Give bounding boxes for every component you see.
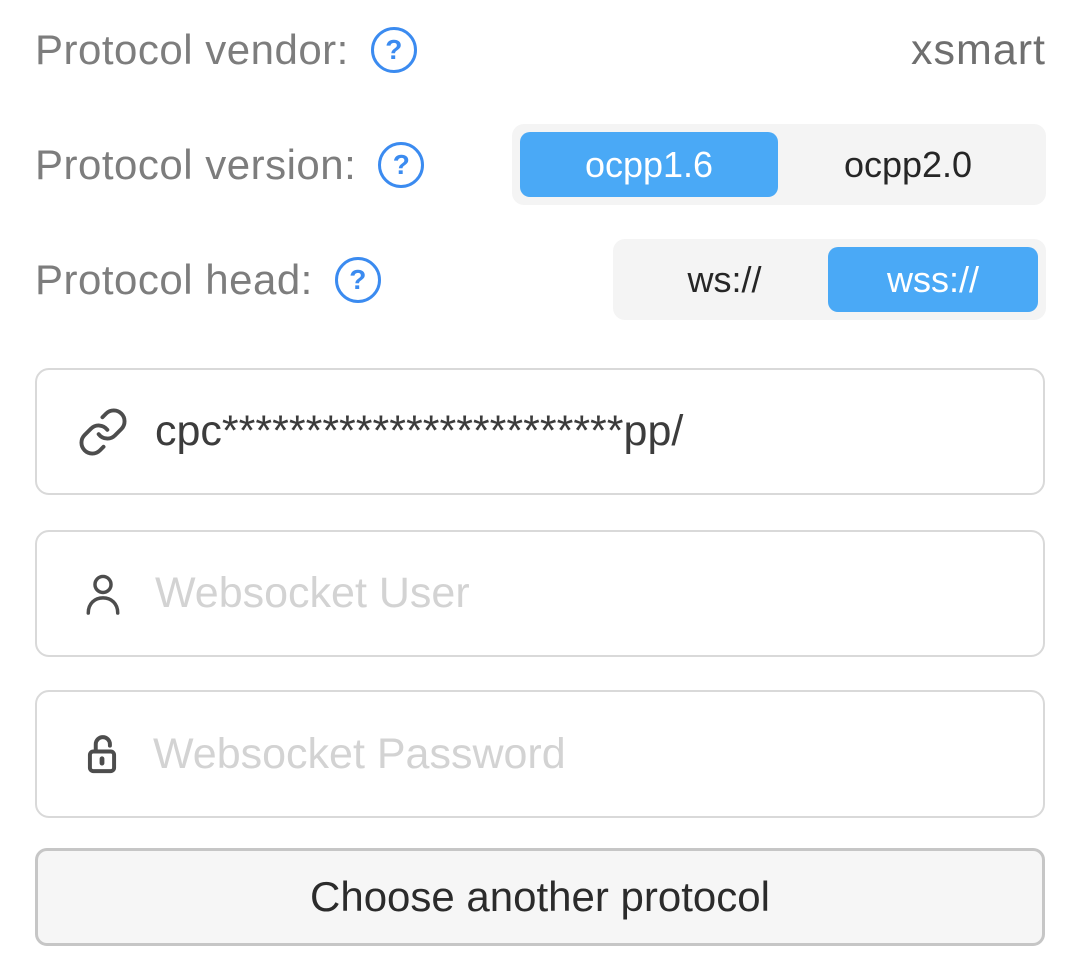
- websocket-user-field[interactable]: [35, 530, 1045, 657]
- link-icon: [79, 408, 127, 455]
- protocol-version-label: Protocol version:: [35, 140, 357, 188]
- protocol-head-control: ws:// wss://: [613, 239, 1046, 320]
- lock-icon: [87, 735, 117, 774]
- websocket-user-input[interactable]: [155, 569, 1013, 618]
- protocol-vendor-value: xsmart: [911, 25, 1046, 74]
- websocket-url-field[interactable]: [35, 368, 1045, 495]
- protocol-head-label: Protocol head:: [35, 255, 313, 303]
- protocol-head-row: Protocol head: ? ws:// wss://: [35, 239, 1046, 320]
- help-icon[interactable]: ?: [378, 141, 425, 188]
- segment-wss[interactable]: wss://: [828, 247, 1038, 312]
- segment-ocpp2-0[interactable]: ocpp2.0: [843, 143, 973, 185]
- user-icon: [86, 574, 120, 615]
- choose-another-protocol-button[interactable]: Choose another protocol: [35, 848, 1045, 946]
- segment-ocpp1-6[interactable]: ocpp1.6: [520, 132, 778, 197]
- protocol-version-control: ocpp1.6 ocpp2.0: [512, 124, 1046, 205]
- websocket-password-input[interactable]: [153, 729, 1013, 779]
- help-icon[interactable]: ?: [370, 27, 417, 73]
- segment-ws[interactable]: ws://: [687, 258, 762, 300]
- help-icon[interactable]: ?: [334, 256, 381, 303]
- protocol-vendor-label: Protocol vendor:: [35, 26, 349, 73]
- protocol-version-row: Protocol version: ? ocpp1.6 ocpp2.0: [35, 124, 1046, 205]
- protocol-vendor-row: Protocol vendor: ? xsmart: [35, 18, 1046, 82]
- websocket-password-field[interactable]: [35, 690, 1045, 818]
- websocket-url-input[interactable]: [155, 407, 1013, 456]
